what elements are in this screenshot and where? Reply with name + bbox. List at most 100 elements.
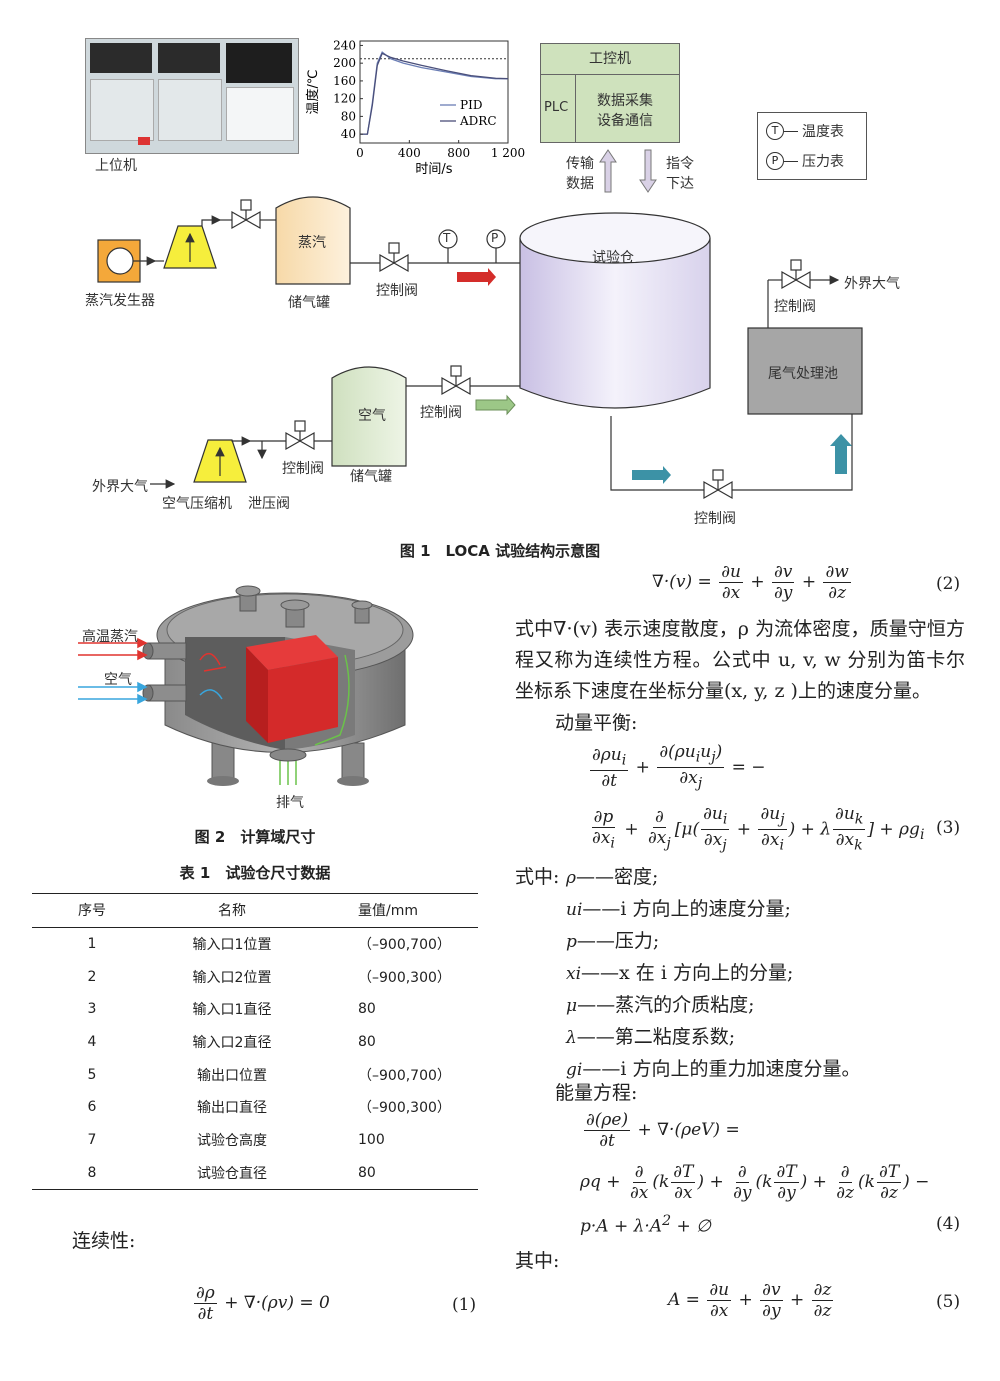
daq-line2: 设备通信: [597, 113, 653, 129]
series-line-adrc: [360, 52, 509, 135]
hot-steam-label: 高温蒸汽: [82, 629, 138, 645]
y-tick-label: 160: [333, 74, 356, 88]
steam-generator-label: 蒸汽发生器: [85, 293, 155, 309]
table-header-row: 序号 名称 量值/mm: [32, 894, 478, 928]
chamber-3d-model: [78, 585, 414, 786]
y-tick-label: 200: [333, 56, 356, 70]
equation-3-line2: ∂p∂xi + ∂∂xj[μ(∂ui∂xj + ∂uj∂xi) + λ∂uk∂x…: [591, 804, 925, 854]
control-valve-label-3: 控制阀: [420, 405, 462, 421]
figure-1-caption: 图 1 LOCA 试验结构示意图: [399, 542, 601, 560]
gauge-legend: T 温度表 P 压力表: [757, 112, 867, 180]
daq-line1: 数据采集: [597, 93, 653, 109]
y-tick-label: 40: [341, 127, 356, 141]
exhaust-pool-label: 尾气处理池: [768, 366, 838, 382]
momentum-heading: 动量平衡:: [555, 712, 638, 734]
legend-thermometer: 温度表: [802, 124, 844, 140]
relief-valve-label: 泄压阀: [248, 496, 290, 512]
where-2: 其中:: [515, 1250, 560, 1272]
legend-label-adrc: ADRC: [459, 114, 497, 128]
figure-2-caption: 图 2 计算域尺寸: [194, 828, 316, 846]
down-arrow-label1: 指令: [666, 156, 694, 172]
definition-item: ui——i 方向上的速度分量;: [566, 898, 791, 920]
y-tick-label: 80: [341, 109, 356, 123]
control-valve-label-1: 控制阀: [376, 283, 418, 299]
exhaust-label: 排气: [276, 795, 304, 811]
symbol-definitions: ρ——密度; ui——i 方向上的速度分量; p——压力; xi——x 在 i …: [566, 862, 860, 1086]
continuity-heading: 连续性:: [72, 1230, 136, 1252]
equation-3-number: (3): [936, 818, 961, 838]
x-tick-label: 400: [398, 146, 421, 160]
up-arrow-label2: 数据: [566, 176, 594, 192]
down-arrow-label2: 下达: [666, 176, 694, 192]
steam-tank-label: 储气罐: [288, 295, 330, 311]
atmosphere-label-bottom: 外界大气: [92, 479, 148, 495]
paragraph-divergence: 式中∇·(v) 表示速度散度，ρ 为流体密度，质量守恒方程又称为连续性方程。公式…: [515, 618, 965, 702]
steam-label: 蒸汽: [298, 235, 326, 251]
control-valve-label-5: 控制阀: [694, 511, 736, 527]
ipc-arrows: [599, 149, 657, 193]
definition-item: λ——第二粘度系数;: [566, 1026, 736, 1048]
chamber-label: 试验仓: [592, 250, 634, 266]
atmosphere-label-top: 外界大气: [844, 276, 900, 292]
equation-1-number: (1): [452, 1295, 477, 1315]
legend-label-pid: PID: [460, 98, 482, 112]
equation-2: ∇·(v) = ∂u∂x + ∂v∂y + ∂w∂z: [652, 562, 851, 603]
col-header-name: 名称: [218, 903, 246, 920]
pressure-symbol: P: [491, 231, 499, 245]
x-tick-label: 0: [356, 146, 364, 160]
equation-5-number: (5): [936, 1292, 961, 1312]
x-tick-label: 800: [447, 146, 470, 160]
compressor-label: 空气压缩机: [162, 496, 232, 512]
ipc-box: 工控机 PLC 数据采集 设备通信: [540, 43, 680, 143]
thermometer-icon: T: [766, 122, 784, 140]
equation-1: ∂ρ∂t + ∇·(ρv) = 0: [194, 1283, 330, 1324]
thermometer-symbol: T: [443, 231, 451, 245]
definition-item: gi——i 方向上的重力加速度分量。: [566, 1058, 861, 1080]
definition-item: ρ——密度;: [566, 866, 659, 888]
definition-item: xi——x 在 i 方向上的分量;: [566, 962, 794, 984]
y-tick-label: 120: [333, 92, 356, 106]
table-1-caption: 表 1 试验仓尺寸数据: [179, 864, 331, 882]
equation-4-line2: ρq + ∂∂x(k∂T∂x) + ∂∂y(k∂T∂y) + ∂∂z(k∂T∂z…: [580, 1162, 930, 1203]
temperature-chart: 0 400 800 1 200 40 80 120 160 200 240 时间/s 温度/℃ PID A…: [305, 38, 525, 177]
host-label: 上位机: [95, 158, 137, 174]
equation-5: A = ∂u∂x + ∂v∂y + ∂z∂z: [668, 1280, 834, 1321]
air-label: 空气: [358, 408, 386, 424]
y-tick-label: 240: [333, 38, 356, 52]
air-tank-label: 储气罐: [350, 469, 392, 485]
definition-item: μ——蒸汽的介质粘度;: [566, 994, 755, 1016]
process-diagram: [97, 196, 863, 500]
plc-label: PLC: [544, 100, 569, 115]
plot-frame: [359, 40, 509, 144]
control-valve-label-4: 控制阀: [282, 461, 324, 477]
y-axis-label: 温度/℃: [305, 70, 321, 115]
equation-4-number: (4): [936, 1214, 961, 1234]
ipc-title: 工控机: [589, 51, 631, 67]
pressure-gauge-icon: P: [766, 152, 784, 170]
control-valve-label-2: 控制阀: [774, 299, 816, 315]
equation-2-number: (2): [936, 574, 961, 594]
host-computer-screen: [85, 38, 299, 154]
up-arrow-label1: 传输: [566, 156, 594, 172]
col-header-index: 序号: [78, 903, 106, 920]
x-tick-label: 1 200: [491, 146, 525, 160]
where-lead: 式中:: [515, 866, 560, 888]
legend-pressure: 压力表: [802, 154, 844, 170]
equation-4-line3: p·A + λ·A2 + ∅: [580, 1213, 711, 1237]
definition-item: p——压力;: [566, 930, 660, 952]
energy-heading: 能量方程:: [555, 1082, 638, 1104]
col-header-value: 量值/mm: [358, 903, 418, 920]
equation-4-line1: ∂(ρe)∂t + ∇·(ρeV) =: [584, 1110, 740, 1151]
equation-3-line1: ∂ρui∂t + ∂(ρuiuj)∂xj = −: [590, 742, 766, 792]
x-axis-label: 时间/s: [415, 162, 452, 177]
air-inlet-label: 空气: [104, 672, 132, 688]
